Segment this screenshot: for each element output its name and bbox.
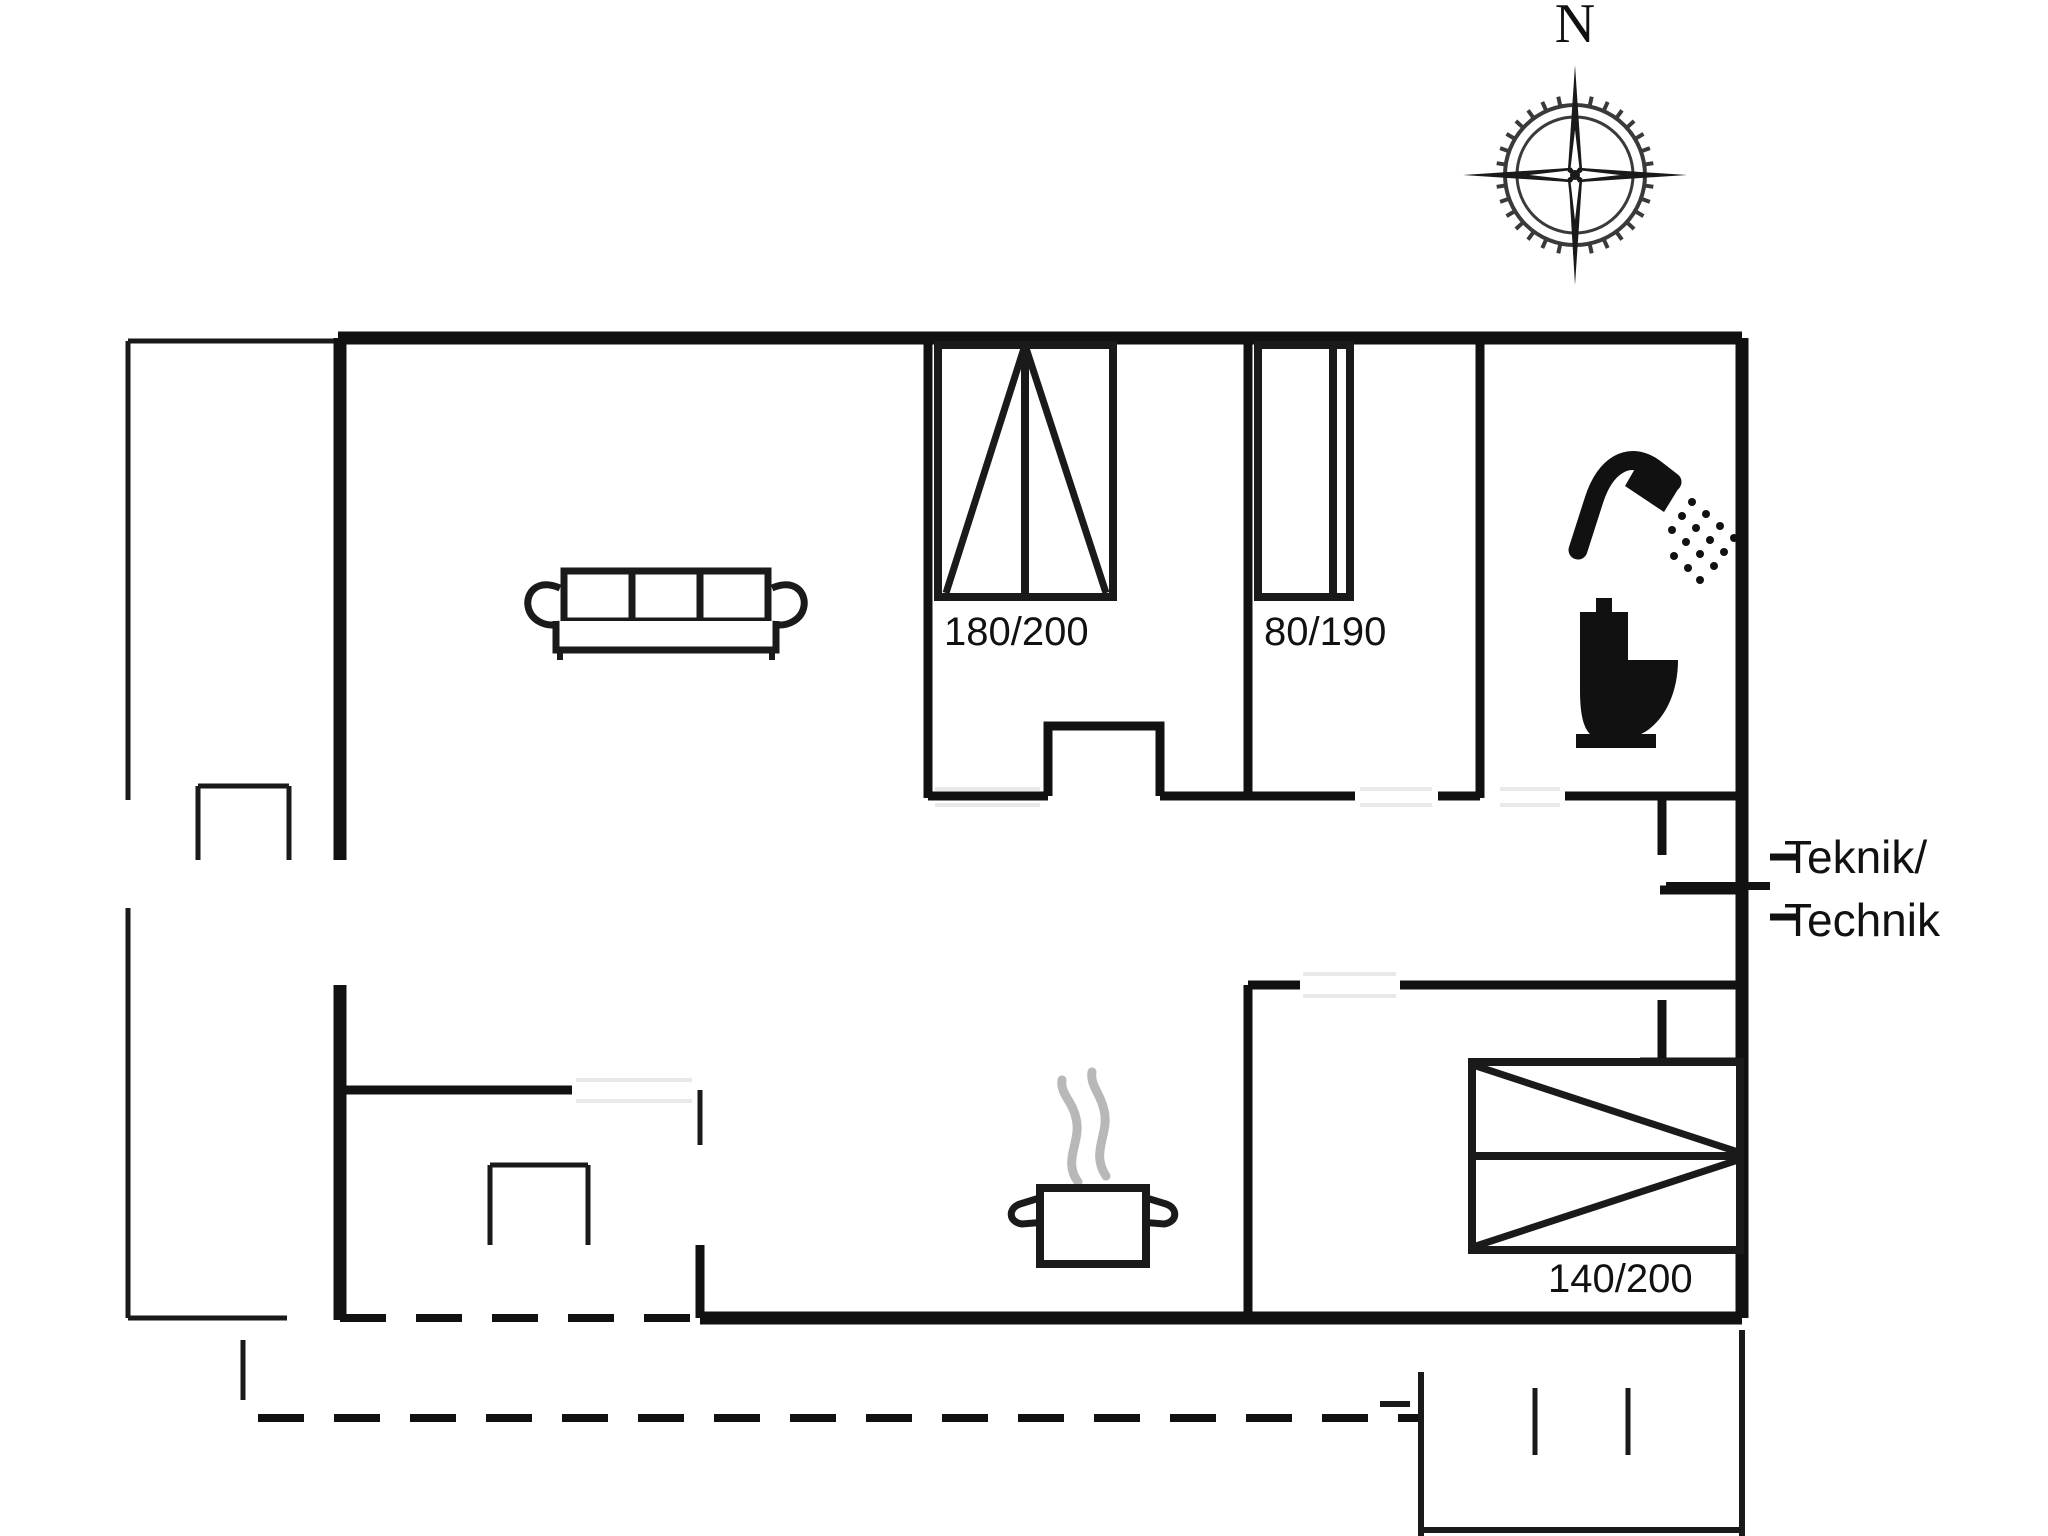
terrace-dashed-outline xyxy=(258,1314,1418,1422)
cooking-pot-icon xyxy=(1007,1067,1179,1268)
compass-rose-icon: N xyxy=(1463,0,1687,285)
compass-north-label: N xyxy=(1555,0,1595,55)
shower-icon xyxy=(1568,451,1738,584)
technical-room-label-line2: Technik xyxy=(1784,894,1941,946)
bed-double-180-icon xyxy=(934,341,1117,601)
bed-label-80: 80/190 xyxy=(1264,610,1386,654)
exterior-steps xyxy=(1380,1330,1745,1536)
terrace-outline-left xyxy=(125,338,345,1400)
technical-room-label-line1: Teknik/ xyxy=(1784,831,1927,883)
interior-walls xyxy=(335,340,1742,1318)
bed-double-140-icon xyxy=(1468,1058,1744,1254)
toilet-icon xyxy=(1576,598,1678,748)
bed-single-80-icon xyxy=(1254,341,1354,601)
bed-label-180: 180/200 xyxy=(944,610,1089,654)
technical-room-leader xyxy=(1666,853,1800,921)
sofa-icon xyxy=(524,567,808,660)
door-openings xyxy=(576,787,1560,1103)
bed-label-140: 140/200 xyxy=(1548,1257,1693,1301)
